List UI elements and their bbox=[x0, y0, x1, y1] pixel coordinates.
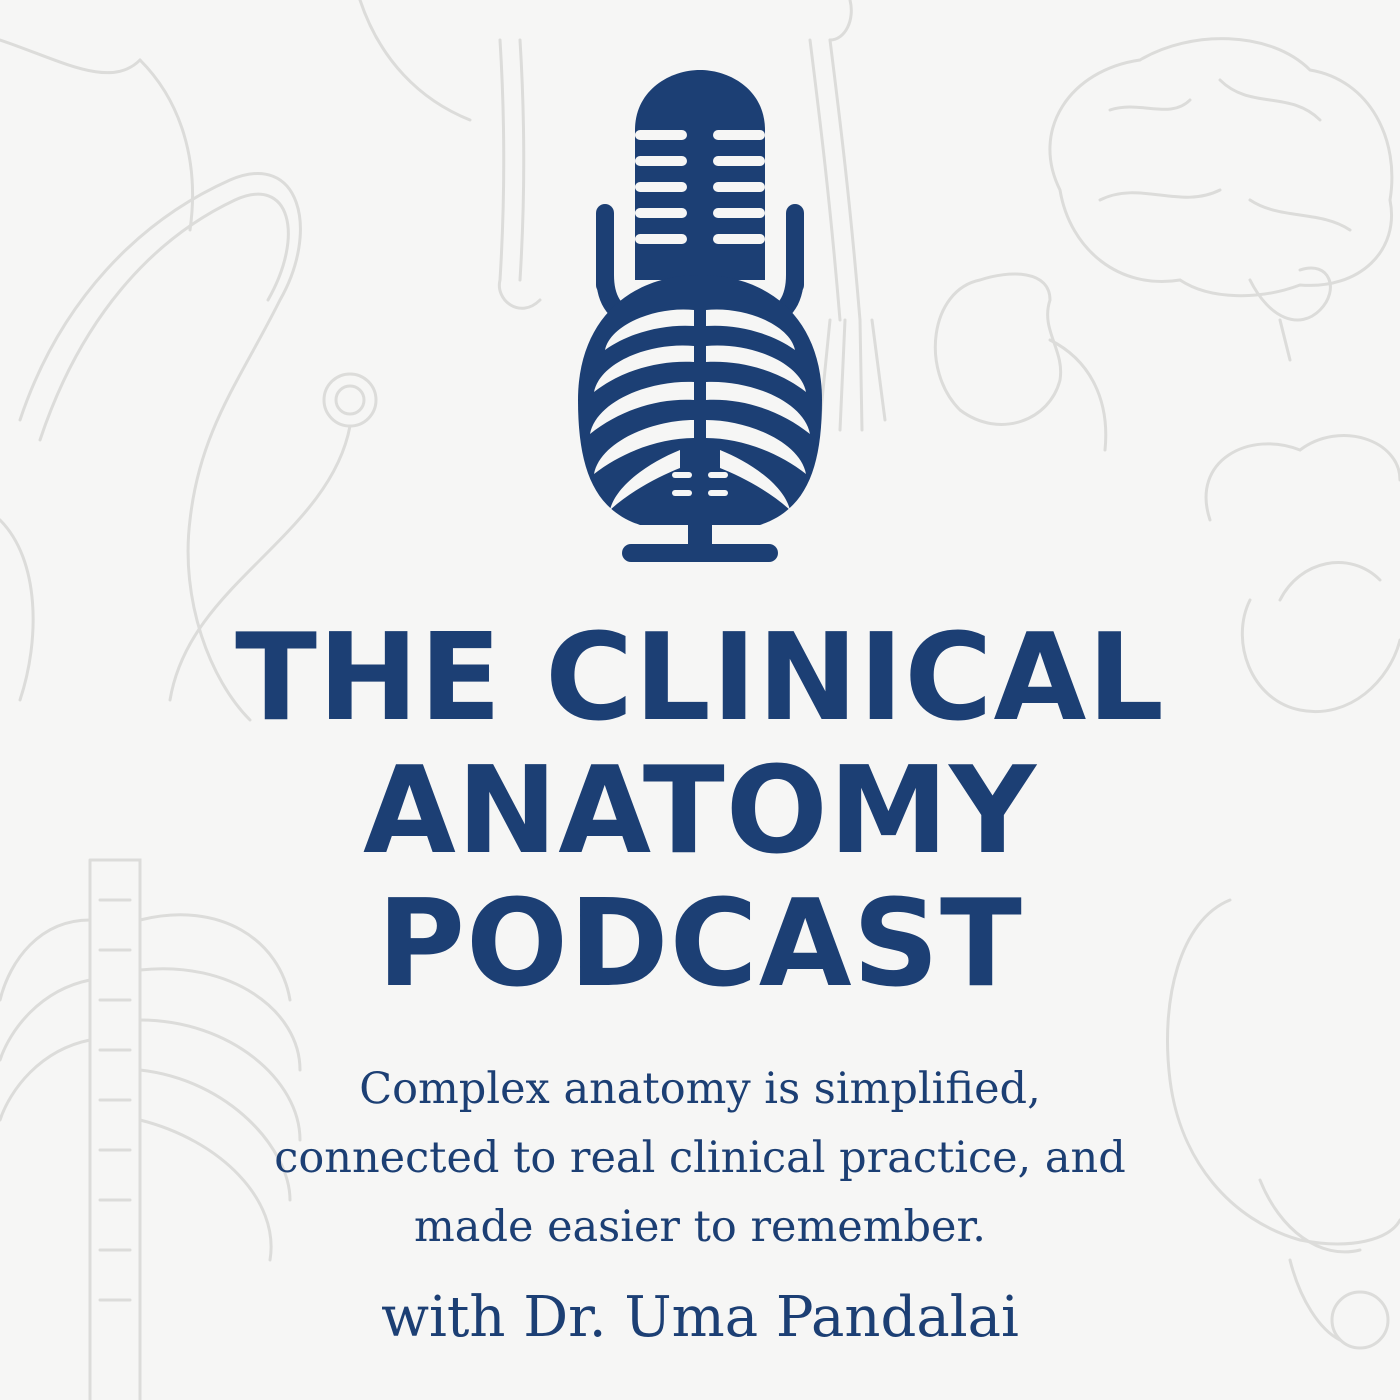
kidney-icon bbox=[933, 272, 1108, 452]
tagline: Complex anatomy is simplified, connected… bbox=[150, 1055, 1250, 1262]
microphone-ribcage-icon bbox=[578, 70, 822, 562]
host-name: with Dr. Uma Pandalai bbox=[381, 1285, 1019, 1350]
title-line-3: PODCAST bbox=[377, 875, 1023, 1014]
brain-icon bbox=[1048, 37, 1394, 362]
title-line-1: THE CLINICAL bbox=[235, 609, 1165, 748]
tagline-line-1: Complex anatomy is simplified, bbox=[359, 1064, 1041, 1114]
title-line-2: ANATOMY bbox=[362, 742, 1038, 881]
tagline-line-2: connected to real clinical practice, and bbox=[274, 1133, 1126, 1183]
stethoscope-icon bbox=[0, 38, 378, 722]
ribcage-icon bbox=[0, 518, 302, 1400]
podcast-title: THE CLINICAL ANATOMY PODCAST bbox=[0, 612, 1400, 1011]
tagline-line-3: made easier to remember. bbox=[414, 1202, 986, 1252]
heart-icon bbox=[1166, 434, 1400, 1350]
arm-bone-icon bbox=[358, 0, 887, 432]
